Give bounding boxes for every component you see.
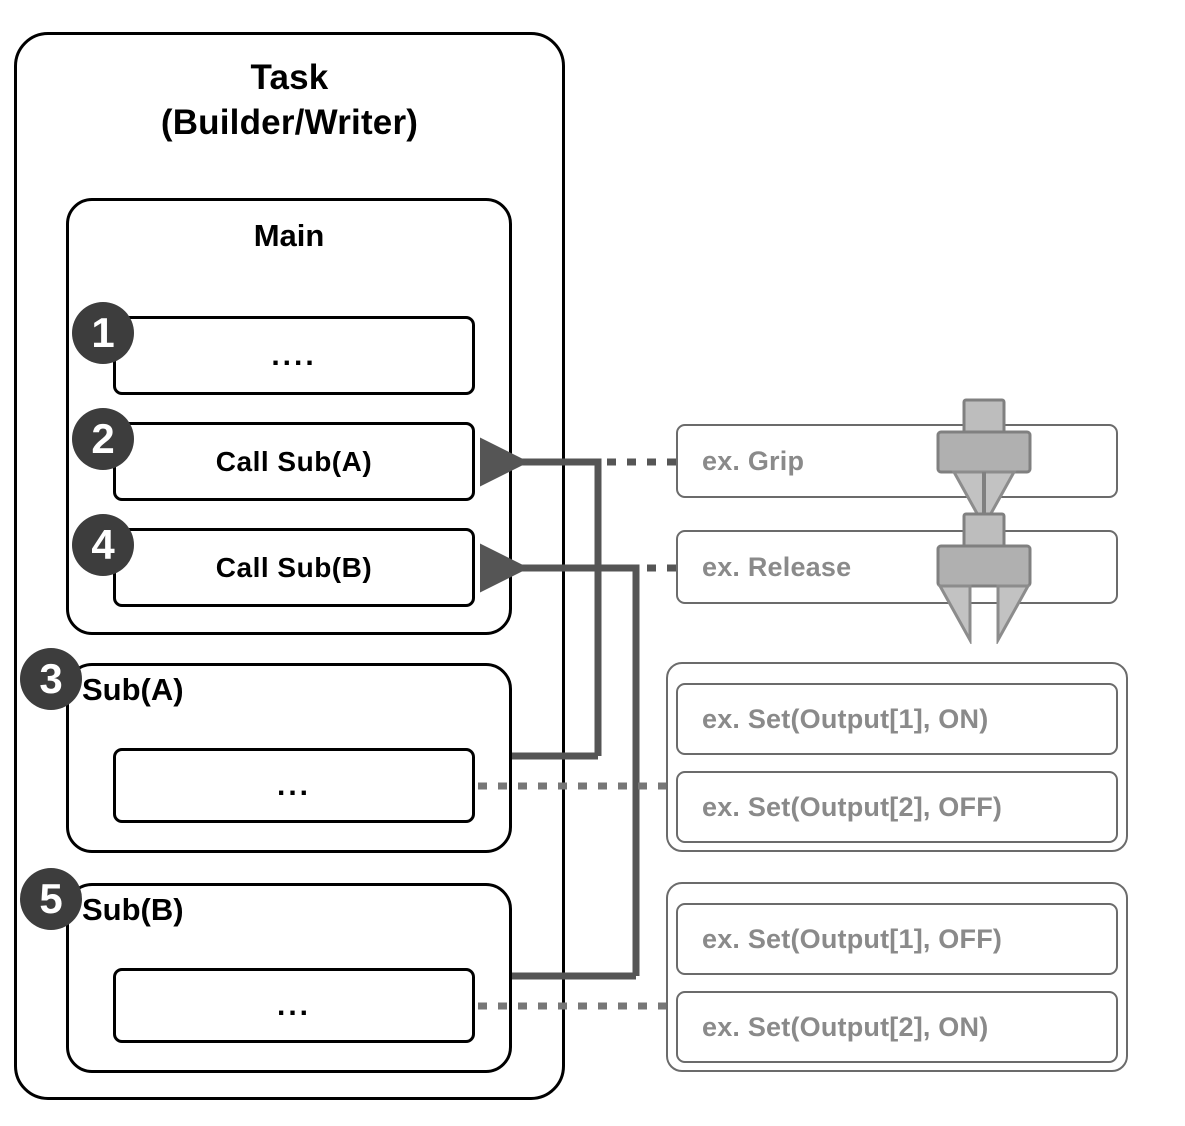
example-set-output-2-off-label: ex. Set(Output[2], OFF) (702, 791, 1003, 822)
sub-a-title: Sub(A) (82, 672, 184, 707)
step-badge-4: 4 (72, 514, 134, 576)
step-badge-3-number: 3 (39, 655, 63, 702)
example-release[interactable]: ex. Release (676, 530, 1118, 604)
sub-b-title: Sub(B) (82, 892, 184, 927)
step-badge-4-number: 4 (91, 521, 115, 568)
step-badge-5-number: 5 (39, 875, 63, 922)
sub-a-body[interactable]: ... (113, 748, 475, 823)
main-step-4-label: Call Sub(B) (215, 551, 373, 583)
sub-b-body-label: ... (276, 988, 311, 1022)
main-step-2-label: Call Sub(A) (215, 445, 373, 477)
sub-b-body[interactable]: ... (113, 968, 475, 1043)
main-step-1-label: .... (271, 338, 317, 372)
step-badge-3: 3 (20, 648, 82, 710)
example-set-output-1-off-label: ex. Set(Output[1], OFF) (702, 923, 1003, 954)
main-step-4-call-sub-b[interactable]: Call Sub(B) (113, 528, 475, 607)
step-badge-2: 2 (72, 408, 134, 470)
example-set-output-2-on[interactable]: ex. Set(Output[2], ON) (676, 991, 1118, 1063)
main-step-1[interactable]: .... (113, 316, 475, 395)
task-title-line2: (Builder/Writer) (160, 102, 419, 142)
step-badge-1-number: 1 (91, 309, 115, 356)
step-badge-5: 5 (20, 868, 82, 930)
example-grip-label: ex. Grip (702, 445, 805, 476)
example-set-output-2-off[interactable]: ex. Set(Output[2], OFF) (676, 771, 1118, 843)
task-title-line1: Task (250, 58, 329, 97)
main-title: Main (253, 218, 325, 253)
example-set-output-1-off[interactable]: ex. Set(Output[1], OFF) (676, 903, 1118, 975)
example-set-output-1-on[interactable]: ex. Set(Output[1], ON) (676, 683, 1118, 755)
step-badge-2-number: 2 (91, 415, 115, 462)
example-set-output-1-on-label: ex. Set(Output[1], ON) (702, 703, 989, 734)
step-badge-1: 1 (72, 302, 134, 364)
gripper-open-icon (936, 512, 1032, 644)
example-release-label: ex. Release (702, 551, 852, 582)
gripper-closed-icon (936, 398, 1032, 530)
example-set-output-2-on-label: ex. Set(Output[2], ON) (702, 1011, 989, 1042)
example-grip[interactable]: ex. Grip (676, 424, 1118, 498)
task-title: Task (Builder/Writer) (14, 56, 565, 146)
sub-a-body-label: ... (276, 768, 311, 802)
main-step-2-call-sub-a[interactable]: Call Sub(A) (113, 422, 475, 501)
